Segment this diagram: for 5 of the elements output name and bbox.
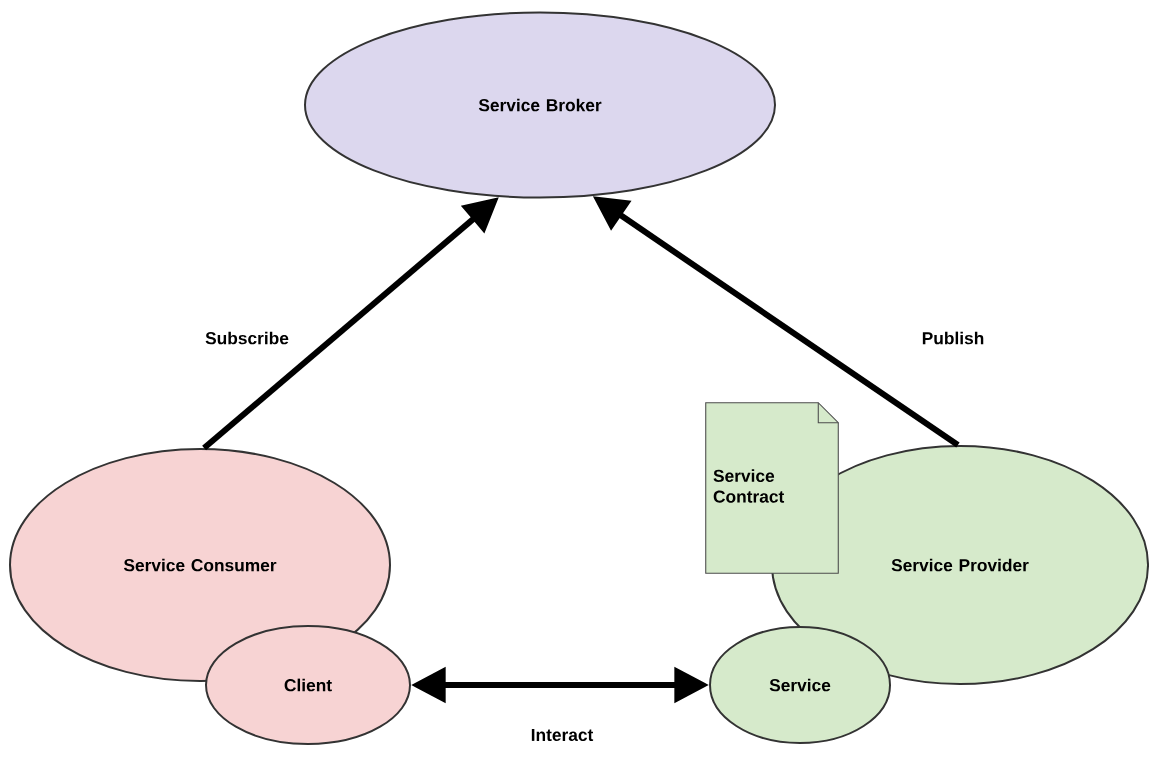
contract-document: Service Contract xyxy=(705,402,839,574)
node-label: Service Provider xyxy=(891,558,1029,572)
edge-label: Publish xyxy=(919,329,987,348)
edge-label: Subscribe xyxy=(202,329,292,348)
edge-label: Interact xyxy=(528,726,596,744)
